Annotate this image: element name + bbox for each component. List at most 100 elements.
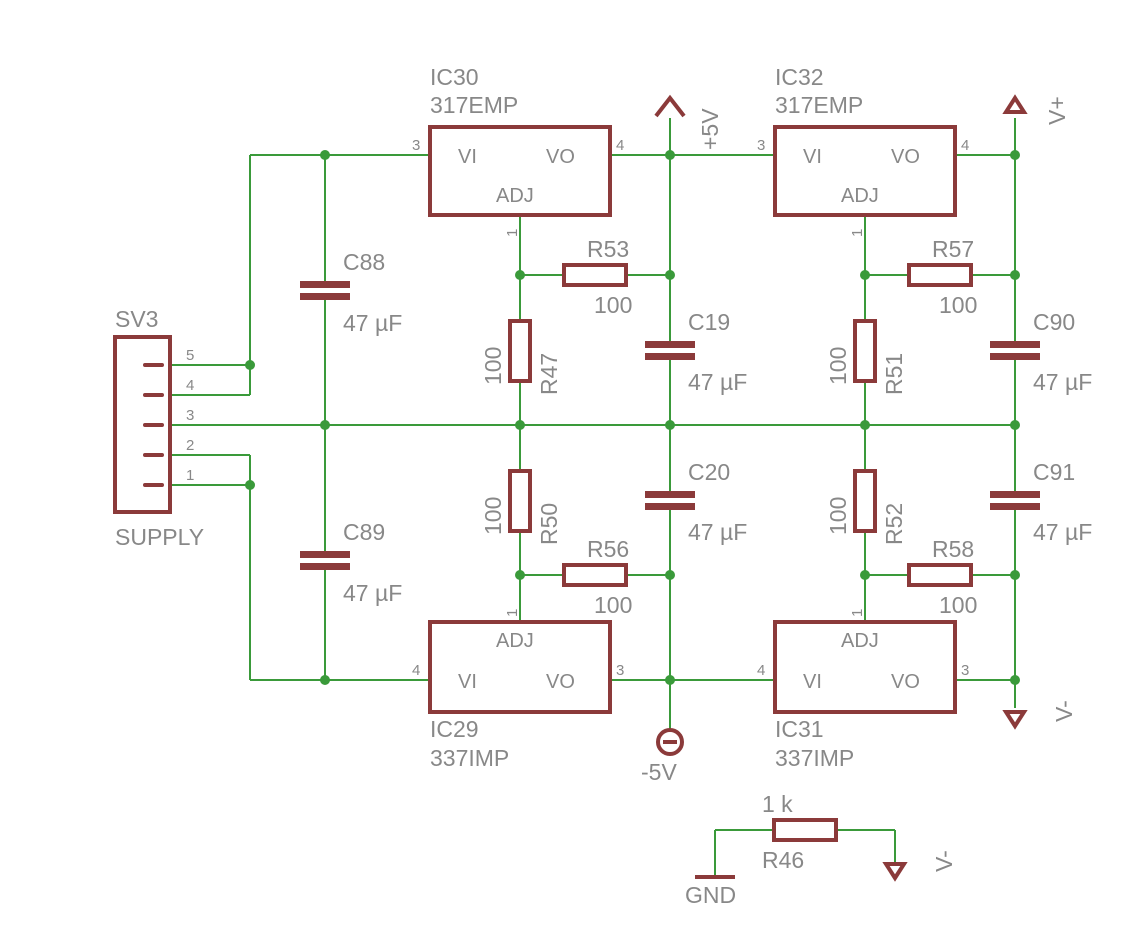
res-name: R52 <box>881 503 907 545</box>
net-label-v-minus: V- <box>931 850 957 872</box>
connector-name: SV3 <box>115 306 158 332</box>
net-label-v-minus: V- <box>1051 700 1077 722</box>
junction <box>515 420 525 430</box>
res-name: R51 <box>881 353 907 395</box>
pin-number: 1 <box>186 467 194 484</box>
junction <box>1010 675 1020 685</box>
cap-value: 47 µF <box>688 369 747 395</box>
junction <box>245 360 255 370</box>
ic-value: 337IMP <box>775 745 854 771</box>
v-minus-supply-symbol: V- <box>1002 700 1077 730</box>
res-value: 100 <box>594 592 632 618</box>
ic-value: 317EMP <box>430 92 518 118</box>
res-name: R53 <box>587 236 629 262</box>
resistor-r46[interactable]: 1 k R46 <box>762 791 838 873</box>
junction <box>665 420 675 430</box>
net-label-minus-5v: -5V <box>641 759 677 785</box>
plus-5v-supply-symbol: +5V <box>654 94 723 150</box>
ic-name: IC32 <box>775 64 824 90</box>
res-name: R47 <box>536 353 562 395</box>
junction <box>860 270 870 280</box>
junction <box>320 420 330 430</box>
res-value: 100 <box>825 347 851 385</box>
pin-label-vi: VI <box>803 146 822 168</box>
junction <box>665 570 675 580</box>
capacitor-c89[interactable]: C89 47 µF <box>300 519 402 606</box>
pin-label-adj: ADJ <box>841 630 879 652</box>
cap-name: C89 <box>343 519 385 545</box>
pin-label-vo: VO <box>546 146 575 168</box>
cap-name: C91 <box>1033 459 1075 485</box>
junction <box>515 270 525 280</box>
ic32-regulator[interactable]: IC32 317EMP VI VO ADJ 3 4 1 <box>757 64 969 237</box>
v-minus-supply-symbol-2: V- <box>882 850 957 882</box>
cap-name: C88 <box>343 249 385 275</box>
capacitor-c20[interactable]: C20 47 µF <box>645 459 747 545</box>
cap-value: 47 µF <box>343 580 402 606</box>
cap-name: C90 <box>1033 309 1075 335</box>
res-name: R57 <box>932 236 974 262</box>
capacitor-c19[interactable]: C19 47 µF <box>645 309 747 395</box>
junction <box>665 675 675 685</box>
cap-value: 47 µF <box>1033 519 1092 545</box>
junction <box>1010 150 1020 160</box>
pin-number: 3 <box>616 662 624 679</box>
pin-label-vi: VI <box>803 671 822 693</box>
res-name: R46 <box>762 847 804 873</box>
capacitor-c91[interactable]: C91 47 µF <box>990 459 1092 545</box>
ic-name: IC30 <box>430 64 479 90</box>
pin-number: 3 <box>186 407 194 424</box>
ic-value: 337IMP <box>430 745 509 771</box>
ic31-regulator[interactable]: IC31 337IMP ADJ VI VO 4 3 1 <box>757 609 969 771</box>
junction <box>860 420 870 430</box>
pin-number: 2 <box>186 437 194 454</box>
resistor-r58[interactable]: R58 100 <box>907 536 977 618</box>
gnd-symbol: GND <box>685 875 736 908</box>
cap-value: 47 µF <box>688 519 747 545</box>
resistor-r53[interactable]: R53 100 <box>562 236 632 318</box>
capacitor-c90[interactable]: C90 47 µF <box>990 309 1092 395</box>
junction <box>665 270 675 280</box>
junction <box>1010 270 1020 280</box>
res-value: 100 <box>594 292 632 318</box>
junction <box>245 480 255 490</box>
pin-number: 1 <box>849 609 866 617</box>
pin-number: 4 <box>961 137 969 154</box>
res-value: 1 k <box>762 791 793 817</box>
capacitor-c88[interactable]: C88 47 µF <box>300 249 402 336</box>
ic-name: IC31 <box>775 716 824 742</box>
connector-sv3[interactable]: SV3 SUPPLY 5 4 3 2 1 <box>113 306 204 550</box>
pin-number: 4 <box>616 137 624 154</box>
connector-value: SUPPLY <box>115 524 204 550</box>
pin-label-vi: VI <box>458 671 477 693</box>
pin-number: 1 <box>849 229 866 237</box>
v-plus-supply-symbol: V+ <box>1002 94 1070 125</box>
pin-number: 3 <box>412 137 420 154</box>
junction <box>320 675 330 685</box>
pin-label-vo: VO <box>891 146 920 168</box>
res-value: 100 <box>480 497 506 535</box>
resistor-r57[interactable]: R57 100 <box>907 236 977 318</box>
resistor-r56[interactable]: R56 100 <box>562 536 632 618</box>
ic30-regulator[interactable]: IC30 317EMP VI VO ADJ 3 4 1 <box>412 64 624 237</box>
ic-value: 317EMP <box>775 92 863 118</box>
res-value: 100 <box>825 497 851 535</box>
res-name: R56 <box>587 536 629 562</box>
ic-name: IC29 <box>430 716 479 742</box>
resistor-r50[interactable]: 100 R50 <box>480 469 562 545</box>
resistor-r51[interactable]: 100 R51 <box>825 319 907 395</box>
junction <box>665 150 675 160</box>
resistor-r52[interactable]: 100 R52 <box>825 469 907 545</box>
net-label-v-plus: V+ <box>1044 96 1070 125</box>
cap-value: 47 µF <box>343 310 402 336</box>
res-name: R58 <box>932 536 974 562</box>
ic29-regulator[interactable]: IC29 337IMP ADJ VI VO 4 3 1 <box>412 609 624 771</box>
pin-label-adj: ADJ <box>496 630 534 652</box>
junction <box>1010 420 1020 430</box>
pin-label-vo: VO <box>546 671 575 693</box>
res-name: R50 <box>536 503 562 545</box>
cap-value: 47 µF <box>1033 369 1092 395</box>
resistor-r47[interactable]: 100 R47 <box>480 319 562 395</box>
res-value: 100 <box>480 347 506 385</box>
